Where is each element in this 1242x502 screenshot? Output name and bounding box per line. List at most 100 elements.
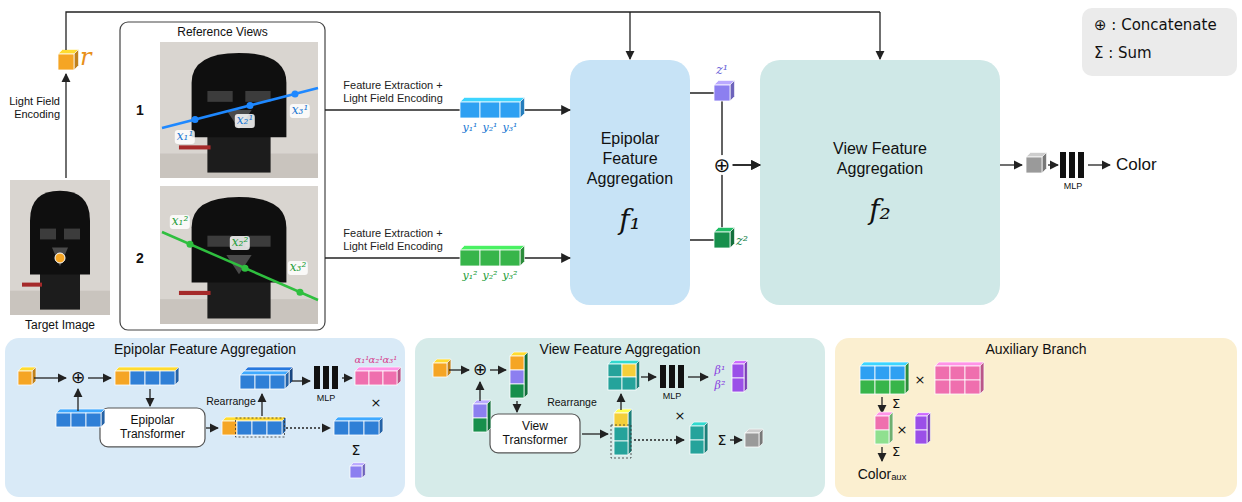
connector bbox=[325, 109, 570, 110]
feature-block bbox=[18, 367, 36, 385]
output-label: Color bbox=[1116, 155, 1157, 175]
point-label: x₂¹ bbox=[235, 114, 255, 128]
weight-label: α₂¹ bbox=[369, 354, 384, 366]
block-cell bbox=[252, 421, 267, 435]
box-title: View Feature Aggregation bbox=[820, 139, 940, 179]
sample-point bbox=[192, 116, 199, 123]
detail-panel-shape bbox=[5, 338, 405, 497]
sample-point bbox=[297, 289, 304, 296]
step-label: Rearrange bbox=[206, 395, 256, 407]
block-side bbox=[889, 412, 893, 444]
block-top bbox=[244, 367, 293, 371]
block-cell bbox=[915, 416, 927, 430]
mlp-layer bbox=[678, 365, 684, 388]
transformer-box: View Transformer bbox=[490, 414, 580, 453]
box-title: Auxiliary Branch bbox=[985, 341, 1086, 358]
mlp-label: MLP bbox=[1064, 181, 1083, 191]
block-side bbox=[905, 362, 909, 394]
block-cell bbox=[460, 250, 480, 266]
block-cell bbox=[267, 421, 282, 435]
arrow bbox=[629, 12, 630, 59]
function-symbol: f₂ bbox=[869, 193, 891, 227]
arrow bbox=[516, 401, 517, 412]
block-side bbox=[524, 352, 528, 398]
block-side bbox=[628, 409, 632, 455]
figure-body bbox=[40, 269, 80, 310]
block-cell bbox=[510, 370, 524, 384]
block-side bbox=[730, 81, 734, 101]
feature-block bbox=[714, 228, 734, 248]
mlp-label: MLP bbox=[317, 393, 336, 403]
photo-ground bbox=[160, 186, 318, 324]
photo-ground bbox=[160, 42, 318, 178]
block-cell bbox=[433, 363, 447, 377]
arrow bbox=[77, 389, 78, 411]
figure-helmet bbox=[192, 53, 287, 137]
block-side bbox=[282, 417, 286, 435]
feature-block bbox=[58, 50, 78, 70]
mlp-layer bbox=[669, 365, 675, 388]
block-side bbox=[744, 361, 747, 392]
block-cell bbox=[714, 85, 730, 101]
detail-panel: Epipolar TransformerEpipolar Feature Agg… bbox=[5, 338, 405, 497]
concat-symbol: ⊕ bbox=[473, 360, 487, 380]
block-side bbox=[175, 367, 179, 385]
arrow bbox=[449, 369, 469, 370]
block-cell bbox=[732, 364, 744, 378]
block-cell bbox=[500, 102, 520, 118]
arrow bbox=[582, 433, 608, 434]
arrow bbox=[1048, 164, 1058, 165]
block-cell bbox=[935, 380, 950, 394]
block-cell bbox=[622, 364, 636, 377]
feature-label: y₂¹ bbox=[482, 122, 497, 135]
block-cell bbox=[890, 366, 905, 380]
block-cell bbox=[222, 421, 237, 435]
block-cell bbox=[383, 371, 397, 385]
weight-label: β¹ bbox=[715, 365, 726, 378]
block-cell bbox=[369, 371, 383, 385]
arrow bbox=[879, 12, 880, 59]
sum-symbol: Σ bbox=[892, 397, 900, 412]
view-number: 1 bbox=[136, 102, 144, 118]
photo bbox=[160, 42, 318, 178]
block-cell bbox=[130, 371, 145, 385]
block-cell bbox=[115, 371, 130, 385]
figure-helmet bbox=[30, 191, 90, 275]
block-cell bbox=[500, 250, 520, 266]
block-cell bbox=[875, 366, 890, 380]
step-label: Rearrange bbox=[547, 396, 597, 408]
block-cell bbox=[460, 102, 480, 118]
block-side bbox=[32, 367, 36, 385]
block-cell bbox=[350, 466, 362, 478]
sum-symbol: Σ bbox=[352, 442, 361, 458]
feature-block bbox=[460, 98, 524, 118]
figure-eye bbox=[64, 229, 80, 240]
arrow bbox=[286, 427, 330, 428]
block-cell bbox=[614, 441, 628, 455]
figure-saber bbox=[22, 283, 42, 287]
block-cell bbox=[965, 380, 980, 394]
block-top bbox=[935, 362, 984, 366]
feature-label: y₃¹ bbox=[502, 122, 517, 135]
mlp-layer bbox=[332, 366, 338, 389]
arrow bbox=[292, 380, 310, 381]
block-side bbox=[520, 246, 524, 266]
figure-body bbox=[207, 277, 270, 318]
sample-point bbox=[247, 102, 254, 109]
block-cell bbox=[875, 380, 890, 394]
block-cell bbox=[732, 378, 744, 392]
photo bbox=[10, 180, 110, 315]
block-cell bbox=[875, 416, 889, 430]
block-top bbox=[240, 371, 289, 375]
block-side bbox=[730, 228, 734, 248]
aggregation-box: View Feature Aggregation f₂ bbox=[760, 60, 1000, 305]
block-cell bbox=[364, 421, 379, 435]
point-label: x₃¹ bbox=[290, 104, 310, 118]
multiply-symbol: × bbox=[897, 423, 908, 438]
block-cell bbox=[18, 371, 32, 385]
feature-block bbox=[915, 413, 930, 444]
arrow bbox=[490, 369, 506, 370]
transformer-box-shape bbox=[490, 414, 580, 453]
feature-block bbox=[608, 360, 640, 390]
figure-saber bbox=[179, 145, 211, 149]
